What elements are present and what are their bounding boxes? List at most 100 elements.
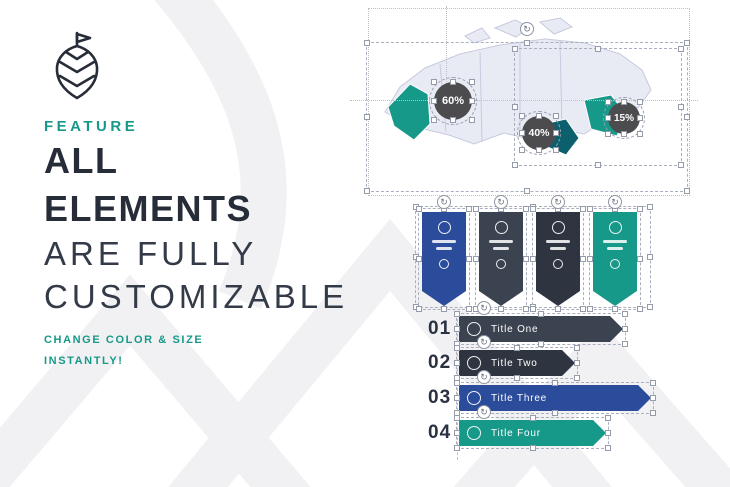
selection-handle[interactable] (530, 206, 536, 212)
selection-handle[interactable] (523, 206, 529, 212)
rotate-handle[interactable]: ↻ (520, 22, 534, 36)
text-bar (432, 240, 456, 243)
banner-row: ↻ ↻ ↻ (413, 195, 653, 316)
map-island (464, 27, 491, 44)
selection-handle[interactable] (612, 306, 618, 312)
ribbon-title: Title Two (491, 357, 538, 369)
selection-handle[interactable] (580, 206, 586, 212)
text-bar (603, 240, 627, 243)
title-ribbon[interactable]: Title Four (459, 420, 606, 446)
guide-line (350, 100, 698, 101)
selection-handle[interactable] (622, 341, 628, 347)
map-island (538, 17, 574, 35)
headline-line-4: CUSTOMIZABLE (44, 278, 349, 316)
banner-wrap: ↻ (530, 195, 586, 312)
intro-panel: FEATURE ALL ELEMENTS ARE FULLY CUSTOMIZA… (44, 30, 394, 371)
selection-handle[interactable] (466, 256, 472, 262)
selection-handle[interactable] (637, 206, 643, 212)
text-bar (546, 240, 570, 243)
subtext-line-2: INSTANTLY! (44, 354, 124, 367)
selection-handle[interactable] (587, 306, 593, 312)
list-row: 03 Title Three ↻ (428, 370, 656, 416)
text-bar (493, 247, 509, 250)
selection-handle[interactable] (530, 204, 536, 210)
selection-handle[interactable] (530, 256, 536, 262)
circle-icon (610, 259, 620, 269)
selection-handle[interactable] (587, 206, 593, 212)
circle-icon (496, 259, 506, 269)
circle-icon (551, 221, 565, 234)
selection-handle[interactable] (650, 410, 656, 416)
selection-handle[interactable] (580, 256, 586, 262)
list-row: 02 Title Two ↻ (428, 335, 580, 381)
map-infographic: 60% 40% 15% ↻ (350, 6, 698, 202)
circle-icon (467, 322, 481, 336)
banner-wrap: ↻ (416, 195, 472, 312)
banner-wrap: ↻ (473, 195, 529, 312)
rotate-handle[interactable]: ↻ (551, 195, 565, 209)
rotate-handle[interactable]: ↻ (477, 335, 491, 349)
title-list: 01 Title One ↻ 02 Title Two ↻ (428, 301, 708, 466)
guide-line (457, 314, 458, 460)
ribbon-banner[interactable] (593, 212, 637, 306)
headline-line-1: ALL (44, 140, 119, 181)
selection-handle[interactable] (473, 206, 479, 212)
guide-line (446, 6, 447, 102)
list-number: 03 (428, 387, 452, 408)
selection-handle[interactable] (530, 306, 536, 312)
guide-rect (368, 8, 690, 196)
headline-line-2: ELEMENTS (44, 187, 253, 229)
selection-handle[interactable] (605, 445, 611, 451)
selection-handle[interactable] (587, 256, 593, 262)
selection-handle[interactable] (473, 256, 479, 262)
circle-icon (608, 221, 622, 234)
ribbon-banner[interactable] (479, 212, 523, 306)
selection-handle[interactable] (555, 306, 561, 312)
ribbon-title: Title One (491, 323, 539, 335)
circle-icon (494, 221, 508, 234)
list-number: 01 (428, 318, 452, 339)
text-bar (550, 247, 566, 250)
banner-wrap: ↻ (587, 195, 643, 312)
text-bar (607, 247, 623, 250)
subtext-line-1: CHANGE COLOR & SIZE (44, 334, 204, 347)
title-ribbon[interactable]: Title Two (459, 350, 575, 376)
selection-handle[interactable] (650, 380, 656, 386)
circle-icon (467, 356, 481, 370)
ribbon-banner[interactable] (536, 212, 580, 306)
title-ribbon[interactable]: Title Three (459, 385, 651, 411)
selection-handle[interactable] (637, 256, 643, 262)
ribbon-title: Title Three (491, 392, 548, 404)
feature-label: FEATURE (44, 118, 139, 135)
selection-handle[interactable] (574, 375, 580, 381)
text-bar (436, 247, 452, 250)
list-number: 02 (428, 352, 452, 373)
ribbon-banner[interactable] (422, 212, 466, 306)
selection-handle[interactable] (637, 306, 643, 312)
selection-handle[interactable] (441, 306, 447, 312)
headline-line-3: ARE FULLY (44, 234, 258, 272)
rotate-handle[interactable]: ↻ (477, 405, 491, 419)
selection-handle[interactable] (605, 415, 611, 421)
selection-handle[interactable] (523, 256, 529, 262)
brand-logo-icon (55, 31, 99, 100)
rotate-handle[interactable]: ↻ (608, 195, 622, 209)
list-row: 04 Title Four ↻ (428, 405, 611, 451)
selection-handle[interactable] (523, 306, 529, 312)
circle-icon (437, 221, 451, 234)
ribbon-title: Title Four (491, 427, 541, 439)
rotate-handle[interactable]: ↻ (477, 370, 491, 384)
text-bar (489, 240, 513, 243)
rotate-handle[interactable]: ↻ (477, 301, 491, 315)
circle-icon (467, 391, 481, 405)
rotate-handle[interactable]: ↻ (494, 195, 508, 209)
selection-handle[interactable] (466, 206, 472, 212)
circle-icon (553, 259, 563, 269)
selection-handle[interactable] (580, 306, 586, 312)
list-number: 04 (428, 422, 452, 443)
selection-handle[interactable] (574, 345, 580, 351)
selection-handle[interactable] (498, 306, 504, 312)
rotate-handle[interactable]: ↻ (437, 195, 451, 209)
selection-handle[interactable] (466, 306, 472, 312)
